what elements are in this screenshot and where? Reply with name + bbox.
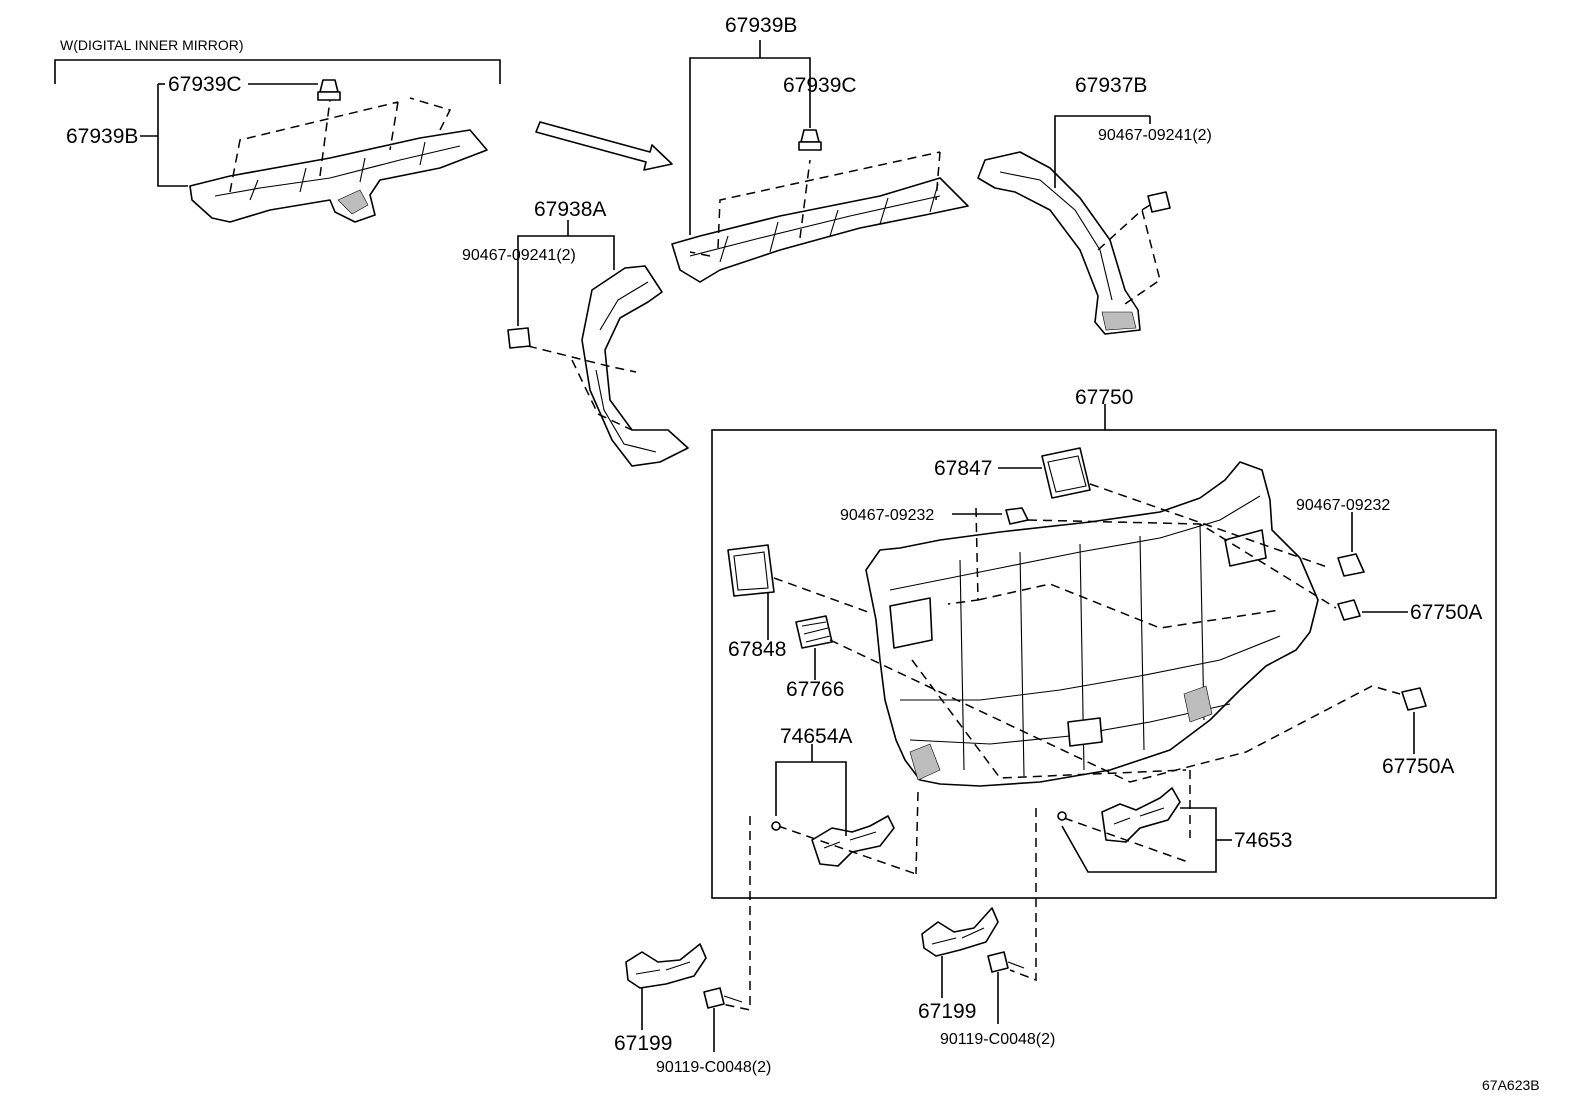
variant-note-label: W(DIGITAL INNER MIRROR)	[60, 37, 244, 53]
grille-67766[interactable]	[795, 615, 833, 649]
bottom-right-group: 67199 90119-C0048(2)	[918, 808, 1055, 1048]
nut-icon	[1147, 191, 1171, 213]
pad-67848[interactable]	[727, 544, 775, 597]
label-67750a-upper: 67750A	[1410, 601, 1482, 624]
label-67939c-left: 67939C	[168, 73, 242, 96]
label-67199-right: 67199	[918, 1000, 976, 1023]
label-67939b-top: 67939B	[725, 14, 797, 37]
clip-icon	[1337, 553, 1365, 577]
bracket-74653[interactable]	[1101, 787, 1181, 843]
pillar-trim-left-group: 67938A 90467-09241(2)	[462, 198, 689, 467]
label-90467-09241-right: 90467-09241(2)	[1098, 127, 1212, 144]
label-67766: 67766	[786, 678, 844, 701]
label-74653: 74653	[1234, 829, 1292, 852]
figure-code: 67A623B	[1482, 1077, 1540, 1093]
bracket-67199-right[interactable]	[921, 907, 999, 957]
clip-icon	[798, 129, 822, 151]
bracket-67199-left[interactable]	[625, 943, 707, 989]
bracket-74654a[interactable]	[811, 815, 895, 867]
bottom-left-group: 67199 90119-C0048(2)	[614, 816, 771, 1076]
upper-trim-middle-group: 67939B 67939C	[671, 14, 969, 283]
nut-icon	[507, 327, 531, 349]
upper-trim-middle-part[interactable]	[671, 177, 969, 283]
label-74654a: 74654A	[780, 725, 852, 748]
label-67939b-left: 67939B	[66, 125, 138, 148]
bolt-icon	[703, 987, 743, 1009]
pillar-trim-left-part[interactable]	[581, 265, 689, 467]
label-67848: 67848	[728, 638, 786, 661]
label-67750a-lower: 67750A	[1382, 755, 1454, 778]
label-67847: 67847	[934, 457, 992, 480]
label-90467-09241-left: 90467-09241(2)	[462, 247, 576, 264]
label-67750: 67750	[1075, 386, 1133, 409]
clip-icon	[1401, 687, 1427, 711]
clip-icon	[1005, 507, 1029, 525]
arrow-icon	[535, 121, 673, 171]
upper-trim-left-group: 67939C 67939B	[66, 73, 488, 223]
pillar-trim-right-part[interactable]	[977, 151, 1141, 335]
label-67937b: 67937B	[1075, 74, 1147, 97]
label-90119-c0048-left: 90119-C0048(2)	[656, 1059, 771, 1076]
label-67199-left: 67199	[614, 1032, 672, 1055]
label-90119-c0048-right: 90119-C0048(2)	[940, 1031, 1055, 1048]
bolt-icon	[987, 951, 1025, 973]
main-assembly-box: 67750 67847 67848 67766	[711, 386, 1497, 899]
pillar-trim-right-group: 67937B 90467-09241(2)	[977, 74, 1212, 335]
label-90467-09232-right: 90467-09232	[1296, 497, 1390, 514]
clip-icon	[1337, 599, 1361, 621]
pad-67847[interactable]	[1041, 447, 1091, 499]
variant-note: W(DIGITAL INNER MIRROR)	[54, 37, 501, 84]
label-67939c-top: 67939C	[783, 74, 857, 97]
clip-icon	[317, 79, 341, 101]
label-67938a: 67938A	[534, 198, 606, 221]
label-90467-09232-left: 90467-09232	[840, 507, 934, 524]
